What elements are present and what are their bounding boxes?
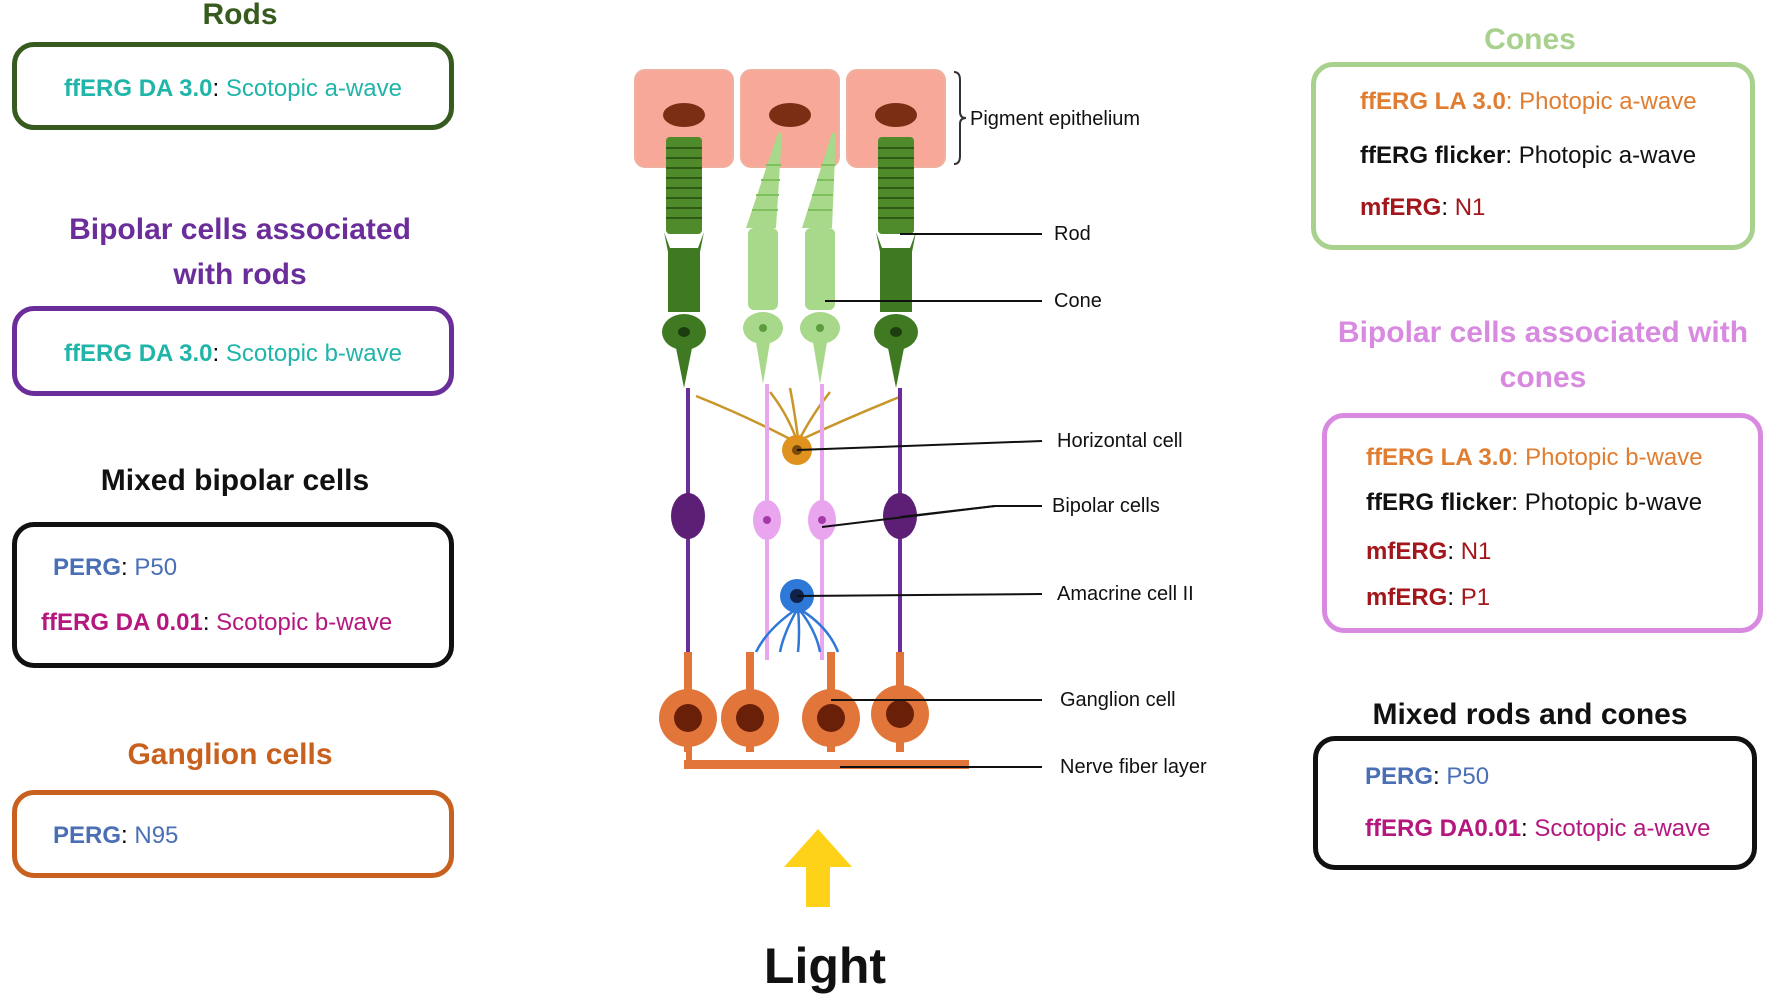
label-pigment-epithelium: Pigment epithelium xyxy=(970,108,1140,130)
rods-heading: Rods xyxy=(202,0,278,31)
label-horizontal-cell: Horizontal cell xyxy=(1057,430,1183,452)
bipolar-rods-box: ffERG DA 3.0: Scotopic b-wave xyxy=(12,306,454,396)
bipolar-cones-heading: Bipolar cells associated with cones xyxy=(1337,316,1749,394)
pointer-lines xyxy=(796,233,1043,768)
mixed-bipolar-heading: Mixed bipolar cells xyxy=(100,464,370,497)
bipolar-rods-line-1: ffERG DA 3.0: Scotopic b-wave xyxy=(64,340,402,367)
rods-technique: ffERG DA 3.0 xyxy=(64,75,213,102)
rod-bipolar-axons xyxy=(686,388,902,660)
bipolar-cells xyxy=(671,493,917,540)
mixed-rods-cones-box: PERG: P50 ffERG DA0.01: Scotopic a-wave xyxy=(1313,736,1757,870)
cones-line-2: ffERG flicker: Photopic a-wave xyxy=(1360,142,1697,169)
cones-line-3: mfERG: N1 xyxy=(1360,194,1486,221)
ganglion-box: PERG: N95 xyxy=(12,790,454,878)
mixed-rods-cones-line-1: PERG: P50 xyxy=(1365,763,1490,790)
cones-heading: Cones xyxy=(1484,23,1576,56)
label-cone: Cone xyxy=(1054,290,1102,312)
pigment-epithelium xyxy=(634,69,967,168)
bipolar-rods-heading: Bipolar cells associated with rods xyxy=(69,213,411,291)
rod-left xyxy=(662,137,706,388)
cones-line-1: ffERG LA 3.0: Photopic a-wave xyxy=(1360,88,1697,115)
rods-box: ffERG DA 3.0: Scotopic a-wave xyxy=(12,42,454,130)
ganglion-cells xyxy=(659,652,969,769)
cone-right xyxy=(800,133,840,384)
mixed-rods-cones-heading: Mixed rods and cones xyxy=(1372,698,1688,731)
bipolar-cones-line-3: mfERG: N1 xyxy=(1366,538,1492,565)
light-arrow-icon xyxy=(784,829,852,907)
ganglion-line-1: PERG: N95 xyxy=(53,822,179,849)
mixed-rods-cones-line-2: ffERG DA0.01: Scotopic a-wave xyxy=(1365,815,1711,842)
rods-wave: Scotopic a-wave xyxy=(225,75,402,102)
mixed-bipolar-line-1: PERG: P50 xyxy=(53,554,178,581)
rods-line-1: ffERG DA 3.0: Scotopic a-wave xyxy=(64,75,402,102)
label-rod: Rod xyxy=(1054,223,1091,245)
bipolar-cones-line-4: mfERG: P1 xyxy=(1366,584,1491,611)
bipolar-cones-line-2: ffERG flicker: Photopic b-wave xyxy=(1366,489,1703,516)
label-ganglion-cell: Ganglion cell xyxy=(1060,689,1176,711)
rod-right xyxy=(874,137,918,388)
horizontal-cell xyxy=(695,387,903,442)
cones-box: ffERG LA 3.0: Photopic a-wave ffERG flic… xyxy=(1311,62,1755,250)
label-nerve-fiber-layer: Nerve fiber layer xyxy=(1060,756,1207,778)
bipolar-cones-box: ffERG LA 3.0: Photopic b-wave ffERG flic… xyxy=(1322,413,1763,633)
cone-left xyxy=(743,133,783,384)
light-label: Light xyxy=(763,938,887,994)
label-bipolar-cells: Bipolar cells xyxy=(1052,495,1160,517)
bipolar-cones-line-1: ffERG LA 3.0: Photopic b-wave xyxy=(1366,444,1703,471)
label-amacrine-cell: Amacrine cell II xyxy=(1057,583,1194,605)
mixed-bipolar-line-2: ffERG DA 0.01: Scotopic b-wave xyxy=(41,609,393,636)
mixed-bipolar-box: PERG: P50 ffERG DA 0.01: Scotopic b-wave xyxy=(12,522,454,668)
ganglion-heading: Ganglion cells xyxy=(127,738,333,771)
